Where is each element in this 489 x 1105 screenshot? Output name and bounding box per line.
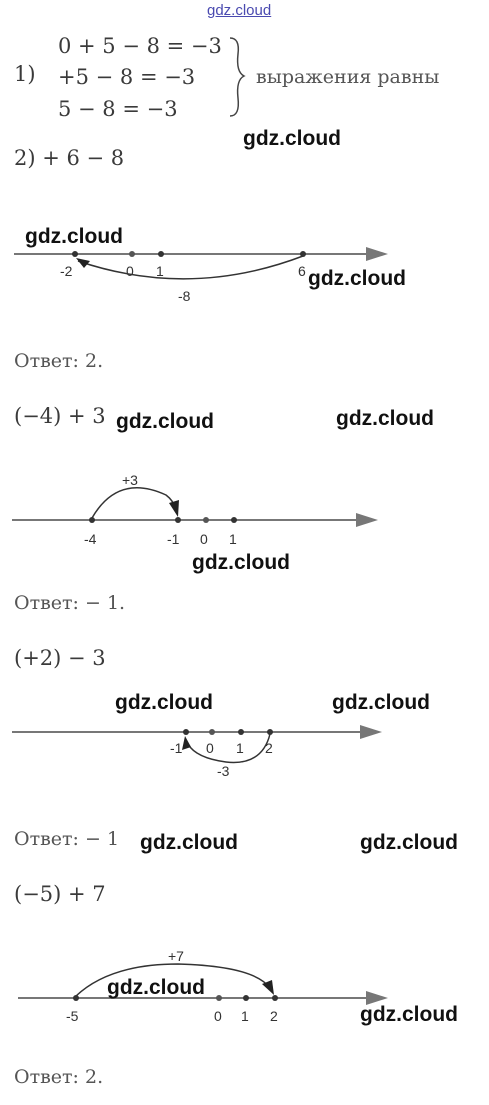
point	[216, 995, 222, 1001]
tick-label: 6	[298, 263, 306, 279]
arrow-head	[76, 258, 90, 268]
expression-2: (−4) + 3	[14, 404, 106, 428]
expression-4: (−5) + 7	[14, 882, 106, 906]
arrow-head	[262, 980, 274, 995]
arrow-head	[169, 500, 179, 517]
tick-label: -1	[167, 531, 180, 547]
part1-number: 1)	[14, 62, 36, 86]
part2-expression: 2) + 6 − 8	[14, 146, 125, 170]
watermark: gdz.cloud	[360, 1003, 458, 1026]
part1-line-3: 5 − 8 = −3	[58, 97, 178, 121]
watermark: gdz.cloud	[308, 267, 406, 290]
answer-3: Ответ: − 1	[14, 828, 120, 850]
tick-label: 2	[265, 740, 273, 756]
jump-label: +3	[122, 472, 138, 488]
curly-brace	[229, 37, 246, 117]
watermark: gdz.cloud	[116, 410, 214, 433]
part1-line-2: +5 − 8 = −3	[58, 65, 196, 89]
tick-label: 0	[206, 740, 214, 756]
tick-label: 0	[126, 263, 134, 279]
point	[158, 251, 164, 257]
answer-4: Ответ: 2.	[14, 1066, 104, 1088]
watermark: gdz.cloud	[243, 127, 341, 150]
tick-label: 0	[214, 1008, 222, 1024]
point	[175, 517, 181, 523]
jump-arc	[187, 733, 271, 764]
point	[183, 729, 189, 735]
point	[73, 995, 79, 1001]
part1-line-1: 0 + 5 − 8 = −3	[58, 34, 222, 58]
jump-arc	[91, 487, 178, 519]
tick-label: -4	[84, 531, 97, 547]
point	[209, 729, 215, 735]
point	[231, 517, 237, 523]
point	[272, 995, 278, 1001]
tick-label: -1	[170, 740, 183, 756]
watermark: gdz.cloud	[332, 691, 430, 714]
tick-label: -5	[66, 1008, 79, 1024]
jump-label: +7	[168, 948, 184, 964]
watermark: gdz.cloud	[192, 551, 290, 574]
number-line-4: +7 -5 0 1 2	[18, 948, 388, 1024]
jump-label: -8	[178, 288, 191, 304]
jump-arc	[77, 255, 304, 280]
number-line-2: +3 -4 -1 0 1	[12, 472, 378, 547]
watermark: gdz.cloud	[360, 831, 458, 854]
point	[203, 517, 209, 523]
watermark: gdz.cloud	[107, 976, 205, 999]
number-line-1: -2 0 1 6 -8	[14, 247, 388, 304]
tick-label: 0	[200, 531, 208, 547]
tick-label: 1	[236, 740, 244, 756]
jump-label: -3	[217, 763, 230, 779]
point	[300, 251, 306, 257]
tick-label: -2	[60, 263, 73, 279]
watermark: gdz.cloud	[336, 407, 434, 430]
arrow-head	[182, 736, 191, 750]
header-watermark: gdz.cloud	[207, 2, 272, 19]
jump-arc	[75, 963, 271, 997]
watermark: gdz.cloud	[115, 691, 213, 714]
watermark: gdz.cloud	[140, 831, 238, 854]
point	[129, 251, 135, 257]
tick-label: 1	[229, 531, 237, 547]
point	[72, 251, 78, 257]
tick-label: 1	[241, 1008, 249, 1024]
watermark: gdz.cloud	[25, 225, 123, 248]
point	[267, 729, 273, 735]
expression-3: (+2) − 3	[14, 646, 106, 670]
answer-2: Ответ: − 1.	[14, 592, 126, 614]
answer-1: Ответ: 2.	[14, 350, 104, 372]
point	[89, 517, 95, 523]
number-line-3: -1 0 1 2 -3	[12, 725, 382, 779]
tick-label: 1	[156, 263, 164, 279]
part1-note: выражения равны	[256, 66, 440, 88]
point	[243, 995, 249, 1001]
point	[238, 729, 244, 735]
tick-label: 2	[270, 1008, 278, 1024]
